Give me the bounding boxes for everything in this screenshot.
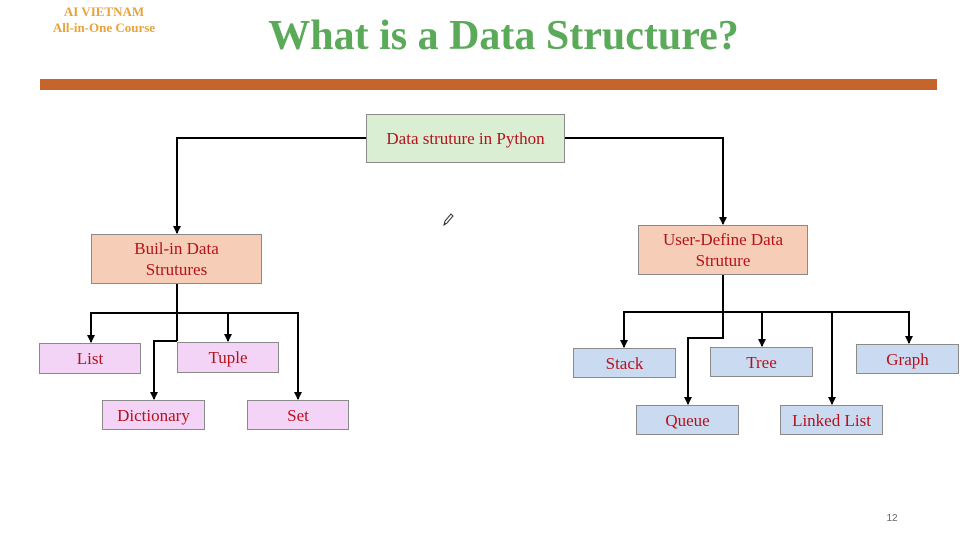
node-queue-label: Queue — [665, 410, 710, 430]
edge-userdefined-to-queue — [684, 312, 724, 405]
edge-builtin-to-list — [87, 312, 177, 343]
node-list-label: List — [76, 349, 104, 368]
node-dictionary: Dictionary — [102, 400, 205, 430]
logo-line-2: All-in-One Course — [52, 20, 156, 35]
edge-builtin-to-dictionary — [150, 340, 177, 400]
node-graph-label: Graph — [886, 349, 929, 369]
edge-builtin-to-tuple — [177, 312, 232, 342]
edge-root-to-userdefined — [565, 137, 727, 225]
node-tuple: Tuple — [177, 342, 279, 373]
course-logo: AI VIETNAM All-in-One Course — [44, 4, 164, 36]
node-stack-label: Stack — [605, 353, 644, 373]
node-tuple-label: Tuple — [208, 348, 248, 367]
node-userdefined-label-1: User-Define Data — [662, 230, 783, 249]
node-queue: Queue — [636, 405, 739, 435]
page-number: 12 — [886, 513, 898, 524]
node-stack: Stack — [573, 348, 676, 378]
node-root-label: Data struture in Python — [386, 129, 545, 148]
slide-title: What is a Data Structure? — [0, 8, 967, 64]
node-graph: Graph — [856, 344, 959, 374]
edge-userdefined-to-stack — [620, 311, 723, 348]
edge-userdefined-to-tree — [723, 311, 766, 347]
node-linked-list: Linked List — [780, 405, 883, 435]
edge-root-to-builtin — [173, 137, 366, 234]
node-list: List — [39, 343, 141, 374]
logo-line-1: AI VIETNAM — [63, 4, 145, 19]
node-userdefined-label-2: Struture — [695, 251, 751, 270]
edge-builtin-to-set — [228, 312, 302, 400]
node-linked-list-label: Linked List — [792, 410, 871, 430]
node-userdefined: User-Define Data Struture — [638, 225, 808, 275]
title-divider — [40, 79, 937, 90]
pencil-cursor-icon — [443, 213, 454, 227]
node-root: Data struture in Python — [366, 114, 565, 163]
node-builtin: Buil-in Data Strutures — [91, 234, 262, 284]
node-dictionary-label: Dictionary — [117, 405, 190, 425]
edge-userdefined-to-graph — [762, 311, 913, 344]
slide-title-text: What is a Data Structure? — [268, 13, 739, 59]
node-set: Set — [247, 400, 349, 430]
node-builtin-label-1: Buil-in Data — [134, 239, 219, 258]
node-tree: Tree — [710, 347, 813, 377]
node-tree-label: Tree — [746, 352, 777, 372]
node-builtin-label-2: Strutures — [145, 260, 208, 279]
node-set-label: Set — [287, 405, 309, 425]
